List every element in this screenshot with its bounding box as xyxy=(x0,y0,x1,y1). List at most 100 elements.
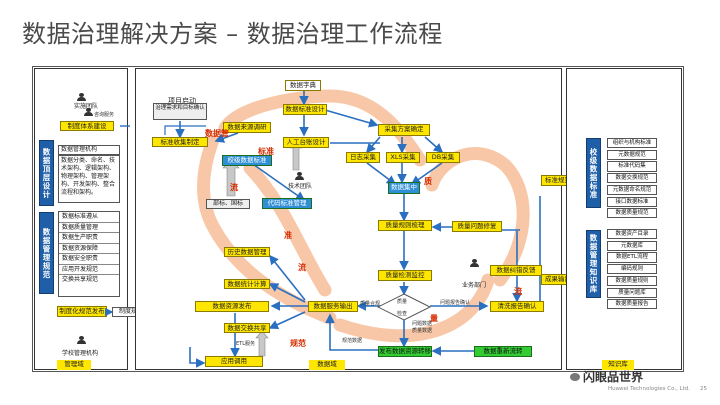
kb-items-list: 数据资产目录 元数据库 数据ETL流程 编码规则 数据质量规则 质量问题库 数据… xyxy=(607,229,657,311)
swirl-label-2: 标准 xyxy=(258,147,274,156)
spec-zone-title: 数据管理规范 xyxy=(39,212,54,294)
judge-text-2: 检查 xyxy=(397,311,408,317)
std-collect-box: 标准收集制定 xyxy=(152,137,208,147)
kb-item: 数据资产目录 xyxy=(607,229,657,240)
biz-dept-icon xyxy=(470,259,479,267)
spec-item: 数据生产职责 xyxy=(59,233,119,244)
std-item: 元数据规范 xyxy=(607,149,657,160)
kb-item: 数据ETL流程 xyxy=(607,252,657,263)
knowledge-zone-title: 数据管理知识库 xyxy=(586,230,601,298)
data-exchange-box: 数据交换共享 xyxy=(224,323,270,333)
left-to-center-arrows xyxy=(105,125,130,317)
feedback-loop xyxy=(164,125,206,135)
judge-text-1: 质量 xyxy=(397,299,408,305)
swirl-label-1: 数据管 xyxy=(205,129,229,138)
xls-collect-box: XLS采集 xyxy=(386,152,420,163)
footer-company: Huawei Technologies Co., Ltd. xyxy=(608,386,691,392)
issue-report-label: 问题报告确认 xyxy=(440,300,471,306)
spec-item: 数据资源保障 xyxy=(59,244,119,254)
data-fix-box: 数据纠错反馈 xyxy=(490,265,542,276)
history-mgmt-box: 历史数据管理 xyxy=(224,247,270,257)
knowledge-base-label: 知识库 xyxy=(602,360,634,370)
app-call-box: 应用调用 xyxy=(205,356,263,367)
publish-confirm-box: 发布数据资源转移 xyxy=(378,346,432,357)
std-design-box: 数据标准设计 xyxy=(283,104,327,115)
consulting-service-icon xyxy=(84,108,93,116)
spec-item: 应用开发规范 xyxy=(59,265,119,275)
tiny-label-4: 规范数据 xyxy=(342,338,363,344)
spec-item: 数据安全职责 xyxy=(59,254,119,265)
std-item: 元数据命名规范 xyxy=(607,184,657,196)
data-stat-box: 数据统计计算 xyxy=(224,279,270,289)
consulting-service-label: 咨询服务 xyxy=(94,112,115,118)
project-start-label: 项目启动 xyxy=(168,97,196,105)
school-org-label: 学校管理机构 xyxy=(62,350,99,357)
design-text-box: 数据分类、命名、技术架构、逻辑架构、物理架构、管理架构、开发架构、整合流程和架构… xyxy=(58,155,120,203)
collect-plan-box: 采集方案确定 xyxy=(378,124,430,136)
std-item: 接口数据标准 xyxy=(607,196,657,207)
tiny-label-2: 问题数据 xyxy=(412,321,433,327)
management-domain-label: 管理域 xyxy=(57,360,91,370)
quality-fix-box: 质量问题修复 xyxy=(452,221,502,232)
right-zone xyxy=(566,68,682,370)
swirl-label-3: 准 xyxy=(284,231,292,240)
cleaned-report-box: 清洗报告确认 xyxy=(490,301,544,312)
swirl-label-6: 量 xyxy=(430,314,438,323)
requirements-box: 治理需求和目标确认 xyxy=(153,103,207,120)
std-item: 组织与机构标准 xyxy=(607,138,657,149)
tiny-label-5: ETL服务 xyxy=(236,341,255,347)
system-build-box: 制度体系建设 xyxy=(60,121,114,131)
diagram-frame xyxy=(32,66,684,372)
data-center-box: 数据集中 xyxy=(388,182,420,194)
top-design-zone-title: 数据顶层设计 xyxy=(39,140,54,206)
code-mgmt-box: 代码标准管理 xyxy=(262,198,312,209)
data-domain-label: 数据域 xyxy=(309,360,345,370)
spec-item: 数据质量管理 xyxy=(59,223,119,233)
wechat-icon xyxy=(570,372,580,381)
std-item: 数据质量规范 xyxy=(607,208,657,219)
kb-item: 数据质量规则 xyxy=(607,275,657,287)
swirl-label-8: 规范 xyxy=(290,339,306,348)
national-dept-box: 部标、国标 xyxy=(206,199,250,209)
swirl-label-4: 流 xyxy=(298,263,306,272)
quality-rules-box: 质量规则梳理 xyxy=(378,220,432,231)
data-source-research-box: 数据来源调研 xyxy=(223,122,271,133)
swirl-label-9: 流 xyxy=(230,183,238,192)
data-std-mgmt-box: 校级数据标准 xyxy=(222,155,272,166)
data-service-output-box: 数据服务输出 xyxy=(308,301,358,312)
human-design-box: 人工台账设计 xyxy=(283,137,329,148)
std-items-list: 组织与机构标准 元数据规范 标准代码集 数据交换规范 元数据命名规范 接口数据标… xyxy=(607,138,657,220)
kb-item: 编码规则 xyxy=(607,264,657,275)
implementation-team-icon xyxy=(77,93,86,101)
spec-item: 数据标准遵从 xyxy=(59,212,119,223)
watermark: 闪眼品世界 xyxy=(570,368,643,385)
data-dict-box: 数据字典 xyxy=(285,80,321,91)
kb-item: 质量问题库 xyxy=(607,287,657,298)
std-item: 标准代码集 xyxy=(607,161,657,172)
feedback-line-box: 数据重新流转 xyxy=(474,346,532,357)
footer-page-number: 25 xyxy=(700,386,707,392)
page-title: 数据治理解决方案 – 数据治理工作流程 xyxy=(22,20,443,48)
quality-detect-box: 质量检测监控 xyxy=(378,270,432,281)
log-collect-box: 日志采集 xyxy=(346,152,380,163)
spec-list: 数据标准遵从 数据质量管理 数据生产职责 数据资源保障 数据安全职责 应用开发规… xyxy=(58,211,120,297)
diamond-judge xyxy=(376,293,432,321)
kb-item: 元数据库 xyxy=(607,240,657,251)
org-box: 数据管理机构 xyxy=(58,145,120,155)
db-collect-box: DB采集 xyxy=(426,152,460,163)
tech-team-label: 技术团队 xyxy=(288,183,313,190)
kb-item: 数据质量报告 xyxy=(607,299,657,310)
swirl-label-5: 质 xyxy=(424,177,432,186)
school-std-zone-title: 校级数据标准 xyxy=(586,138,601,208)
implementation-team-label: 实施团队 xyxy=(74,103,99,110)
tech-team-icon xyxy=(295,172,304,180)
master-publish-box: 数据资源发布 xyxy=(195,301,269,312)
spec-item: 交换共享规范 xyxy=(62,276,99,283)
tiny-label-1: 质量合规 xyxy=(360,301,381,307)
school-org-icon xyxy=(77,336,86,344)
swirl-label-7: 流 xyxy=(514,287,522,296)
gray-up-arrows xyxy=(222,140,303,357)
tiny-label-3: 质量数据 xyxy=(412,328,433,334)
std-item: 数据交换规范 xyxy=(607,173,657,184)
biz-dept-label: 业务部门 xyxy=(462,282,487,289)
